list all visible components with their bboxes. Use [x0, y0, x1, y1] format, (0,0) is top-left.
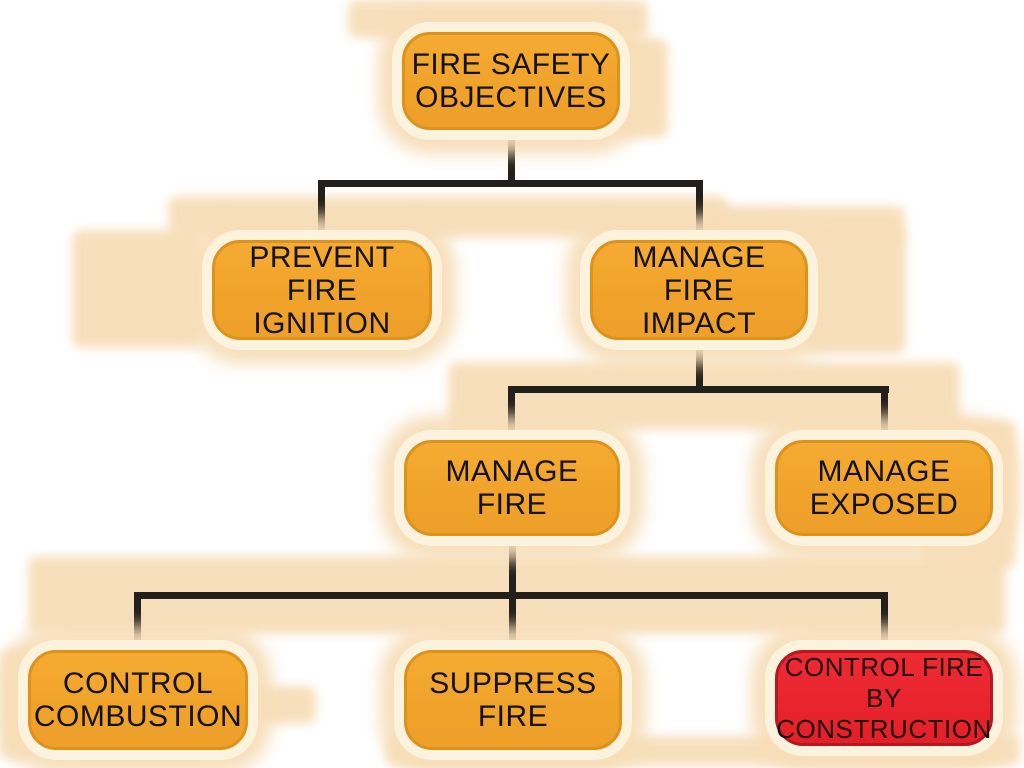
node-manage-fire-impact: MANAGE FIRE IMPACT: [590, 240, 808, 340]
node-label: FIRE SAFETY OBJECTIVES: [411, 48, 611, 114]
connector-managefire-stem: [509, 532, 516, 597]
connector-exposed-drop: [881, 389, 888, 445]
connector-impact-drop: [696, 183, 703, 245]
node-label: SUPPRESS FIRE: [429, 667, 597, 733]
connector-managefire-drop: [508, 389, 515, 445]
node-label: MANAGE FIRE IMPACT: [632, 240, 766, 340]
connector-root-stem: [508, 126, 515, 184]
node-suppress-fire: SUPPRESS FIRE: [404, 650, 622, 750]
node-label: PREVENT FIRE IGNITION: [249, 240, 395, 340]
glow-artifact: [616, 38, 668, 138]
node-control-fire-by-construction: CONTROL FIRE BY CONSTRUCTION: [775, 650, 993, 746]
connector-combustion-drop: [134, 595, 141, 655]
node-label: MANAGE FIRE: [445, 455, 579, 521]
connector-suppress-drop: [509, 595, 516, 655]
connector-prevent-drop: [318, 183, 325, 245]
connector-construction-drop: [881, 595, 888, 655]
node-manage-fire: MANAGE FIRE: [404, 440, 620, 536]
node-label: CONTROL FIRE BY CONSTRUCTION: [776, 651, 992, 744]
node-fire-safety-objectives: FIRE SAFETY OBJECTIVES: [402, 32, 620, 130]
node-label: CONTROL COMBUSTION: [33, 667, 243, 733]
glow-artifact: [168, 196, 728, 238]
glow-artifact: [72, 230, 202, 348]
node-prevent-fire-ignition: PREVENT FIRE IGNITION: [212, 240, 432, 340]
node-label: MANAGE EXPOSED: [809, 455, 959, 521]
glow-artifact: [348, 0, 648, 38]
glow-artifact: [258, 686, 316, 724]
connector-impact-stem: [696, 336, 703, 393]
node-manage-exposed: MANAGE EXPOSED: [775, 440, 993, 536]
glow-artifact: [448, 362, 960, 430]
connector-level2-bar: [318, 180, 703, 187]
glow-artifact: [806, 228, 906, 354]
connector-level3-bar: [508, 386, 889, 393]
node-control-combustion: CONTROL COMBUSTION: [28, 650, 248, 750]
